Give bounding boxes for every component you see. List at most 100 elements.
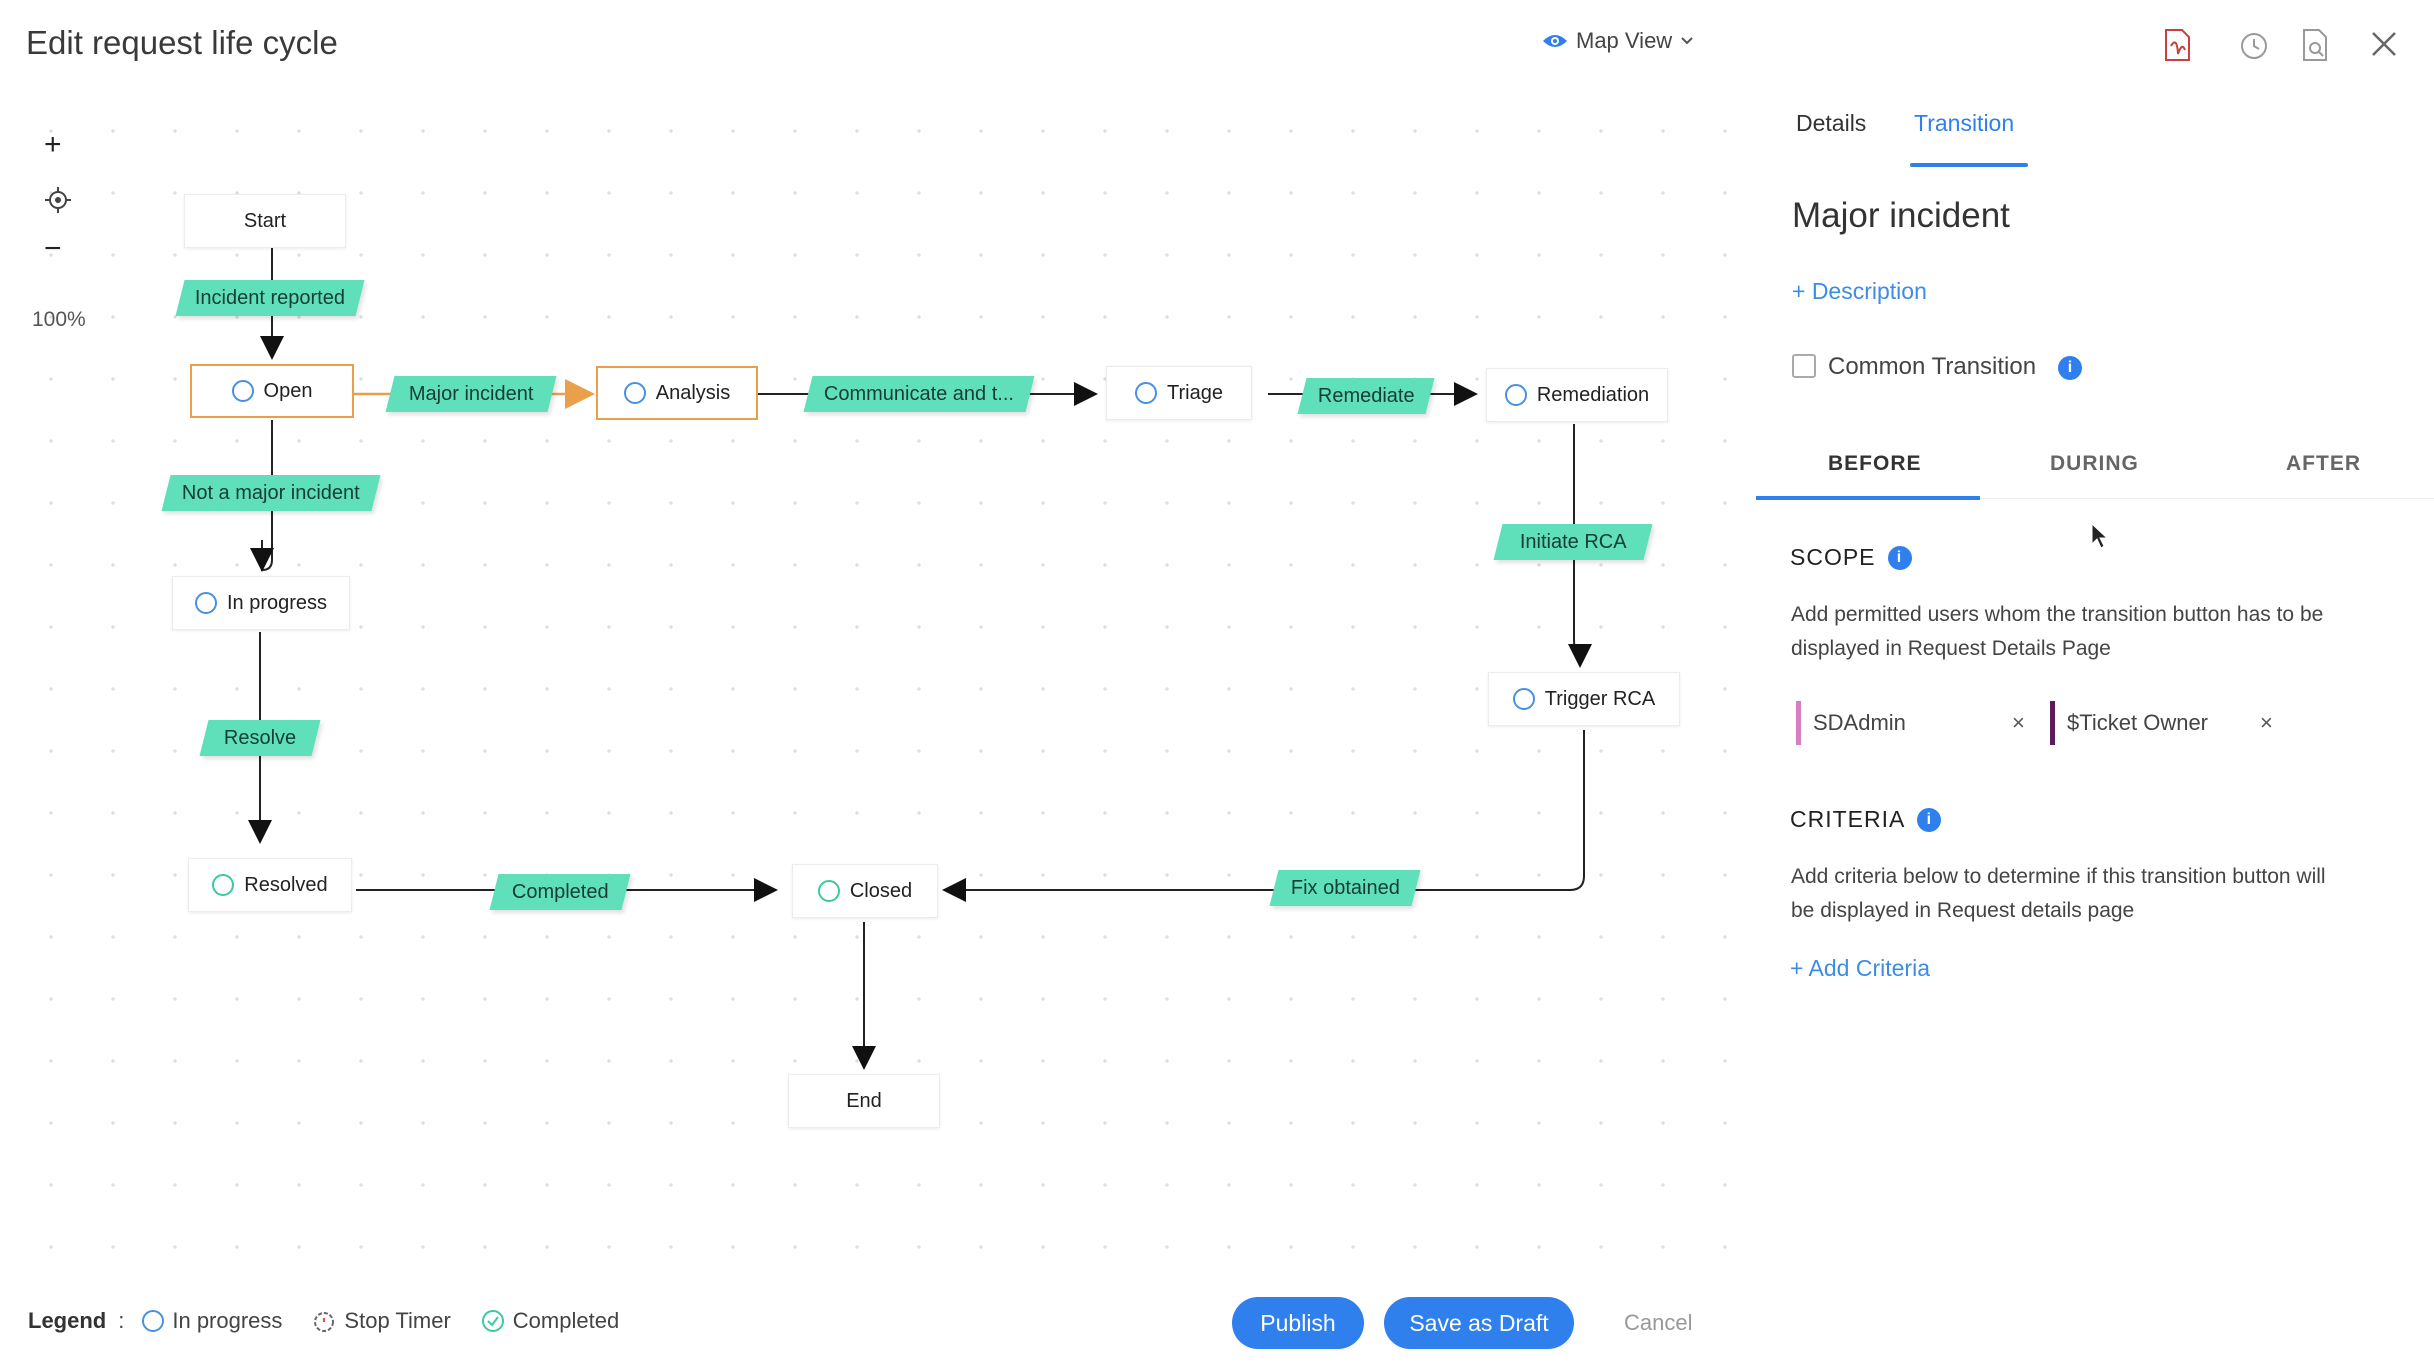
document-search-icon[interactable]: [2300, 28, 2330, 62]
common-transition-label: Common Transition: [1828, 353, 2037, 380]
transition-not-major-incident[interactable]: Not a major incident: [161, 475, 381, 511]
chip-color-bar: [2050, 701, 2055, 745]
stop-timer-icon: [314, 1312, 335, 1332]
tab-details[interactable]: Details: [1796, 110, 1867, 136]
legend-stop-timer: Stop Timer: [344, 1308, 451, 1333]
scope-chip-ticket-owner: $Ticket Owner ×: [2050, 700, 2273, 746]
in-progress-icon: [142, 1310, 165, 1332]
zoom-level: 100%: [32, 308, 86, 331]
scope-text-line: Add permitted users whom the transition …: [1791, 603, 2324, 626]
completed-icon: [481, 1310, 504, 1332]
node-start[interactable]: Start: [184, 194, 346, 248]
transition-label: Resolve: [223, 726, 297, 749]
page-title: Edit request life cycle: [26, 24, 338, 61]
info-icon[interactable]: i: [1887, 545, 1912, 570]
legend-label: Legend: [28, 1308, 107, 1333]
in-progress-status-icon: [231, 380, 254, 402]
close-icon[interactable]: [2370, 30, 2398, 58]
legend-in-progress: In progress: [172, 1308, 283, 1333]
save-as-draft-button[interactable]: Save as Draft: [1384, 1297, 1574, 1349]
in-progress-status-icon: [1512, 688, 1535, 710]
zoom-out-button[interactable]: −: [44, 232, 62, 265]
scope-chip-sdadmin: SDAdmin ×: [1796, 700, 2025, 746]
in-progress-status-icon: [1135, 382, 1158, 404]
node-remediation[interactable]: Remediation: [1486, 368, 1668, 422]
scope-title: SCOPE: [1790, 544, 1876, 570]
criteria-text-line: be displayed in Request details page: [1791, 899, 2135, 922]
transition-label: Remediate: [1317, 384, 1415, 407]
criteria-title: CRITERIA: [1790, 806, 1906, 832]
node-analysis[interactable]: Analysis: [596, 366, 758, 420]
scope-text-line: displayed in Request Details Page: [1791, 637, 2111, 660]
subtab-during[interactable]: DURING: [2050, 452, 2139, 475]
transition-completed[interactable]: Completed: [489, 874, 631, 910]
criteria-description: Add criteria below to determine if this …: [1791, 860, 2431, 928]
completed-status-icon: [212, 874, 235, 896]
transition-label: Initiate RCA: [1519, 530, 1627, 553]
subtab-after[interactable]: AFTER: [2286, 452, 2361, 475]
node-end[interactable]: End: [788, 1074, 940, 1128]
recenter-icon[interactable]: [44, 186, 72, 214]
criteria-text-line: Add criteria below to determine if this …: [1791, 865, 2326, 888]
active-tab-indicator: [1910, 163, 2028, 167]
in-progress-status-icon: [1504, 384, 1527, 406]
node-resolved[interactable]: Resolved: [188, 858, 352, 912]
transition-resolve[interactable]: Resolve: [199, 720, 321, 756]
node-start-label: Start: [243, 209, 287, 232]
remove-chip-icon[interactable]: ×: [2012, 710, 2025, 735]
node-triage[interactable]: Triage: [1106, 366, 1252, 420]
subtab-indicator: [1756, 496, 1980, 500]
node-trigger-rca-label: Trigger RCA: [1544, 687, 1656, 710]
transition-communicate[interactable]: Communicate and t...: [803, 376, 1035, 412]
eye-icon: [1543, 35, 1567, 47]
node-triage-label: Triage: [1167, 381, 1223, 404]
completed-status-icon: [817, 880, 840, 902]
chip-label: $Ticket Owner: [2067, 710, 2209, 735]
scope-section-title: SCOPE i: [1790, 544, 1912, 571]
publish-button[interactable]: Publish: [1232, 1297, 1364, 1349]
transition-label: Communicate and t...: [823, 382, 1015, 405]
criteria-section-title: CRITERIA i: [1790, 806, 1942, 833]
legend-completed: Completed: [512, 1308, 620, 1333]
info-icon[interactable]: i: [2058, 356, 2082, 380]
chevron-down-icon: [1681, 37, 1693, 45]
zoom-in-button[interactable]: +: [44, 128, 62, 161]
tab-transition[interactable]: Transition: [1914, 110, 2015, 136]
chip-color-bar: [1796, 701, 1801, 745]
transition-label: Incident reported: [194, 286, 346, 309]
transition-fix-obtained[interactable]: Fix obtained: [1269, 870, 1421, 906]
node-closed[interactable]: Closed: [792, 864, 938, 918]
node-in-progress[interactable]: In progress: [172, 576, 350, 630]
chip-label: SDAdmin: [1813, 710, 1906, 735]
cursor-icon: [2091, 522, 2109, 549]
node-in-progress-label: In progress: [226, 591, 328, 614]
remove-chip-icon[interactable]: ×: [2260, 710, 2273, 735]
cancel-button[interactable]: Cancel: [1624, 1310, 1693, 1335]
legend-separator: :: [118, 1308, 125, 1333]
transition-label: Fix obtained: [1290, 876, 1400, 899]
add-description-link[interactable]: + Description: [1792, 278, 1927, 304]
transition-label: Completed: [511, 880, 609, 903]
common-transition-checkbox[interactable]: [1792, 354, 1816, 378]
transition-label: Major incident: [408, 382, 534, 405]
transition-remediate[interactable]: Remediate: [1297, 378, 1435, 414]
info-icon[interactable]: i: [1917, 807, 1942, 832]
transition-major-incident[interactable]: Major incident: [385, 376, 557, 412]
transition-label: Not a major incident: [182, 481, 360, 504]
add-criteria-link[interactable]: + Add Criteria: [1790, 955, 1930, 981]
map-view-label: Map View: [1576, 28, 1673, 53]
node-closed-label: Closed: [849, 879, 913, 902]
node-end-label: End: [846, 1089, 882, 1112]
node-open[interactable]: Open: [190, 364, 354, 418]
map-view-selector[interactable]: Map View: [1542, 28, 1694, 54]
pdf-export-icon[interactable]: [2162, 28, 2192, 62]
node-trigger-rca[interactable]: Trigger RCA: [1488, 672, 1680, 726]
in-progress-status-icon: [623, 382, 646, 404]
scope-description: Add permitted users whom the transition …: [1791, 598, 2411, 666]
node-resolved-label: Resolved: [244, 873, 328, 896]
history-icon[interactable]: [2238, 30, 2270, 62]
transition-initiate-rca[interactable]: Initiate RCA: [1493, 524, 1653, 560]
transition-incident-reported[interactable]: Incident reported: [175, 280, 365, 316]
node-analysis-label: Analysis: [655, 381, 731, 404]
subtab-before[interactable]: BEFORE: [1828, 452, 1922, 475]
